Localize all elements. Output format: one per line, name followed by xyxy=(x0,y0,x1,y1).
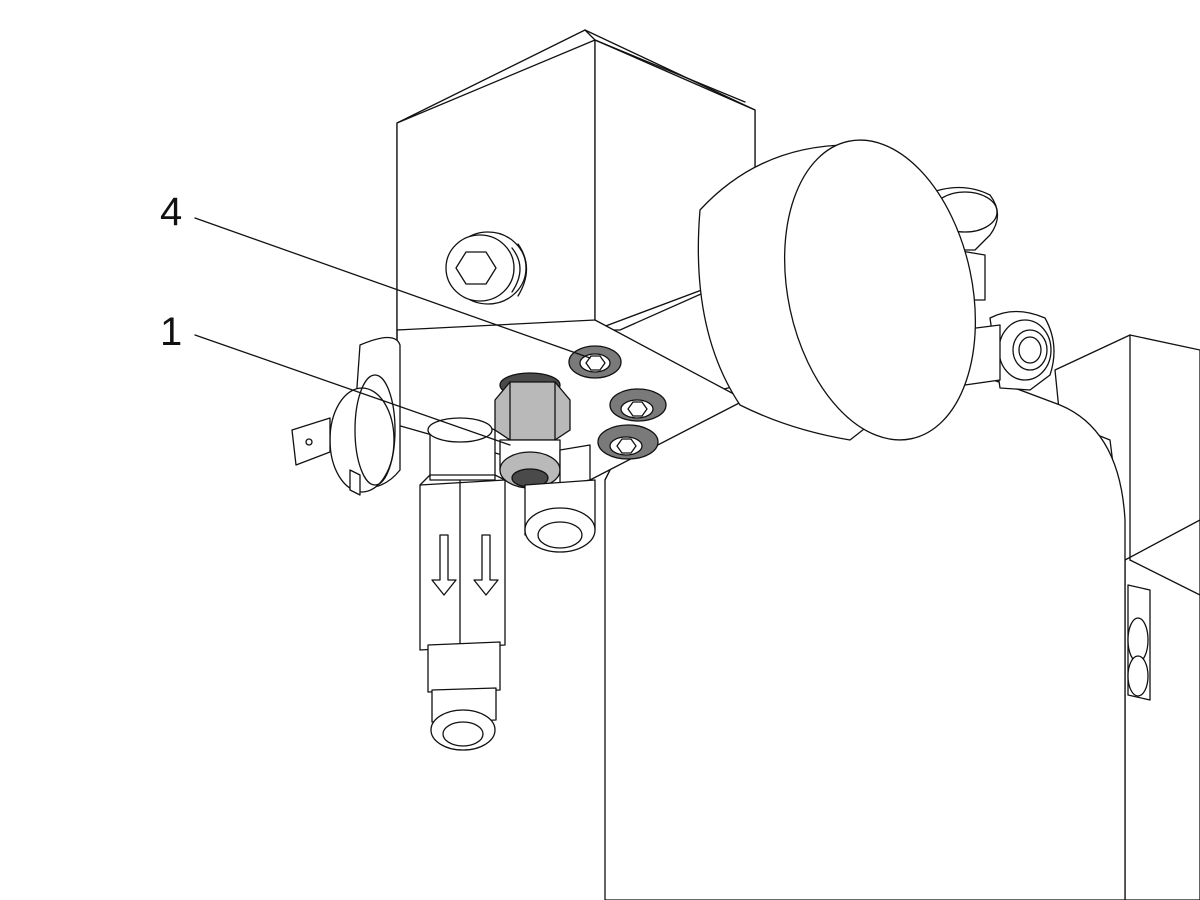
push-in-fitting xyxy=(524,479,596,553)
callout-1-leader xyxy=(194,334,511,446)
reservoir-body xyxy=(604,374,1126,900)
straight-fitting xyxy=(494,372,591,489)
pressure-switch xyxy=(291,336,401,496)
inline-filter xyxy=(419,417,506,751)
right-housing xyxy=(1054,334,1200,900)
callout-4-label: 4 xyxy=(160,190,182,234)
pressure-gauge xyxy=(697,139,977,441)
mounting-bolts xyxy=(568,345,667,460)
callout-1-label: 1 xyxy=(160,310,182,354)
plug-screw xyxy=(445,231,528,305)
callout-4-leader xyxy=(194,217,591,359)
